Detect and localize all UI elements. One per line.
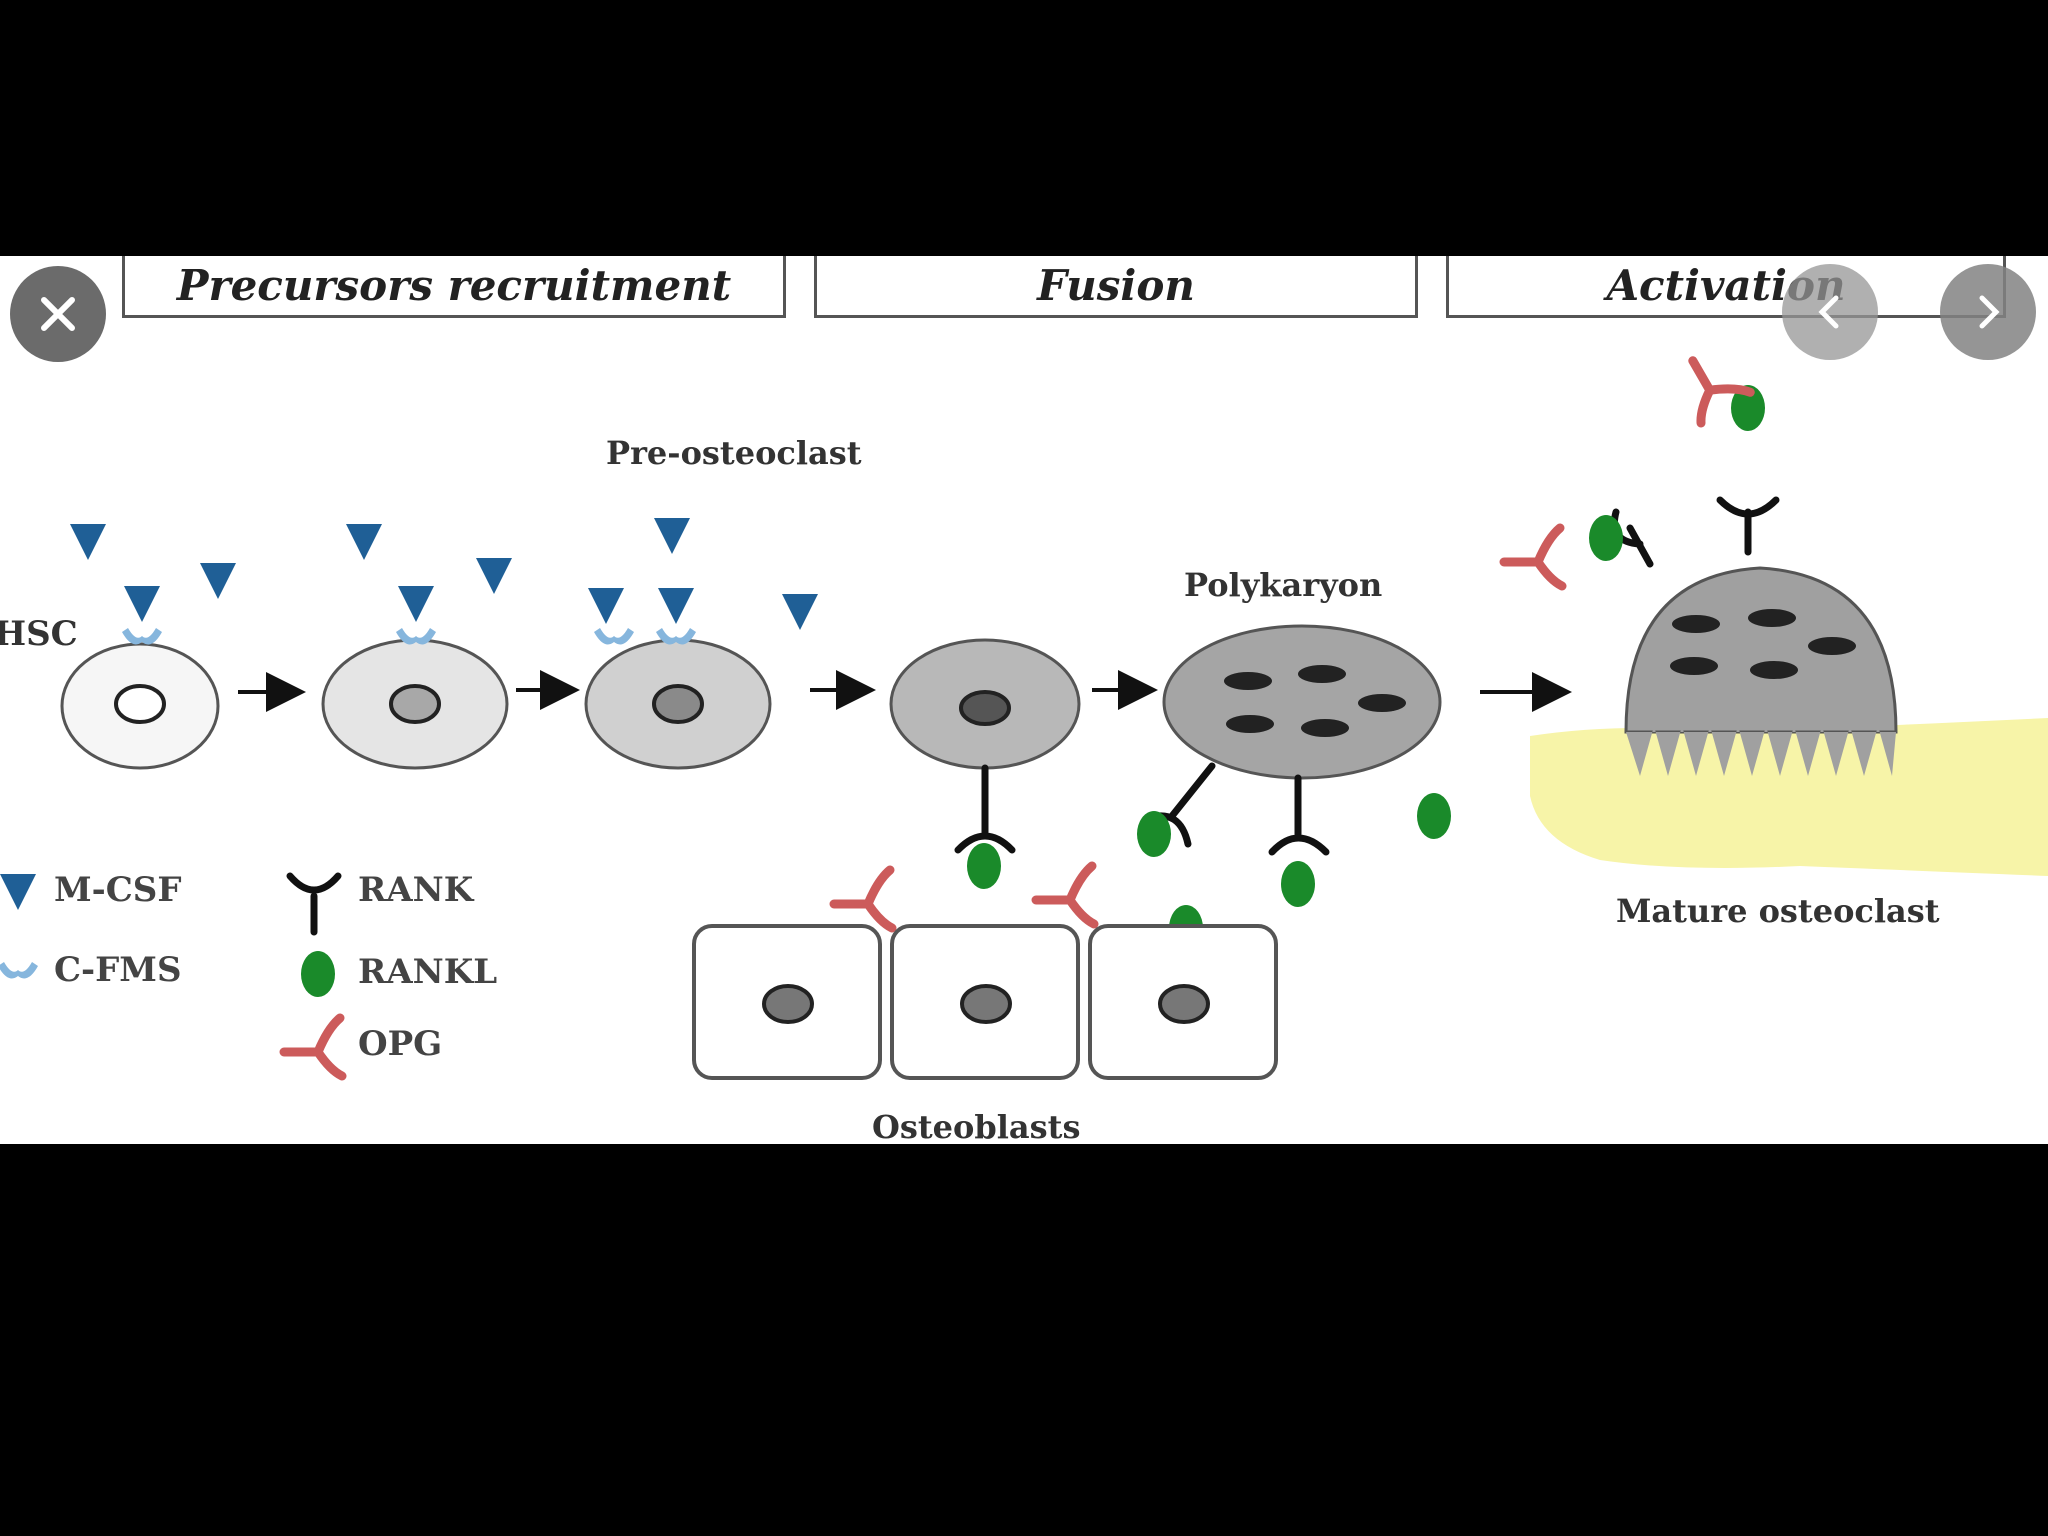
osteoclastogenesis-diagram: [0, 256, 2048, 1144]
osteoblast-cells: [692, 924, 1278, 1080]
close-button[interactable]: [10, 266, 106, 362]
legend-cfms-label: C-FMS: [54, 950, 182, 990]
bone-surface: [1530, 718, 2048, 876]
mcsf-molecules: [70, 518, 818, 630]
hsc-cell: [60, 642, 220, 770]
close-icon: [41, 297, 75, 331]
pre-osteoclast-label: Pre-osteoclast: [606, 434, 862, 472]
legend-icons: [0, 872, 342, 1076]
polykaryon-cell: [1162, 624, 1442, 780]
polykaryon-label: Polykaryon: [1184, 566, 1383, 604]
chevron-right-icon: [1979, 295, 2000, 329]
pre-osteoclast-cell: [584, 638, 772, 770]
legend-opg-label: OPG: [358, 1024, 443, 1064]
phase-precursors-recruitment: Precursors recruitment: [122, 256, 786, 318]
legend-rank-label: RANK: [358, 870, 474, 910]
osteoblasts-label: Osteoblasts: [872, 1108, 1081, 1144]
precursor-cell-2: [321, 638, 509, 770]
chevron-left-icon: [1818, 295, 1839, 329]
rank-receptors: [954, 496, 1780, 856]
legend-mcsf-label: M-CSF: [54, 870, 182, 910]
mature-osteoclast-label: Mature osteoclast: [1616, 892, 1940, 930]
hsc-label: HSC: [0, 614, 78, 654]
mature-osteoclast-cell: [1624, 566, 1898, 776]
fusing-cell: [889, 638, 1081, 770]
progression-arrows: [238, 670, 1572, 712]
phase-fusion: Fusion: [814, 256, 1418, 318]
cfms-receptors: [122, 628, 696, 645]
next-image-button[interactable]: [1940, 264, 2036, 360]
diagram-image: Precursors recruitment Fusion Activation: [0, 256, 2048, 1144]
legend-rankl-label: RANKL: [358, 952, 498, 992]
previous-image-button[interactable]: [1782, 264, 1878, 360]
